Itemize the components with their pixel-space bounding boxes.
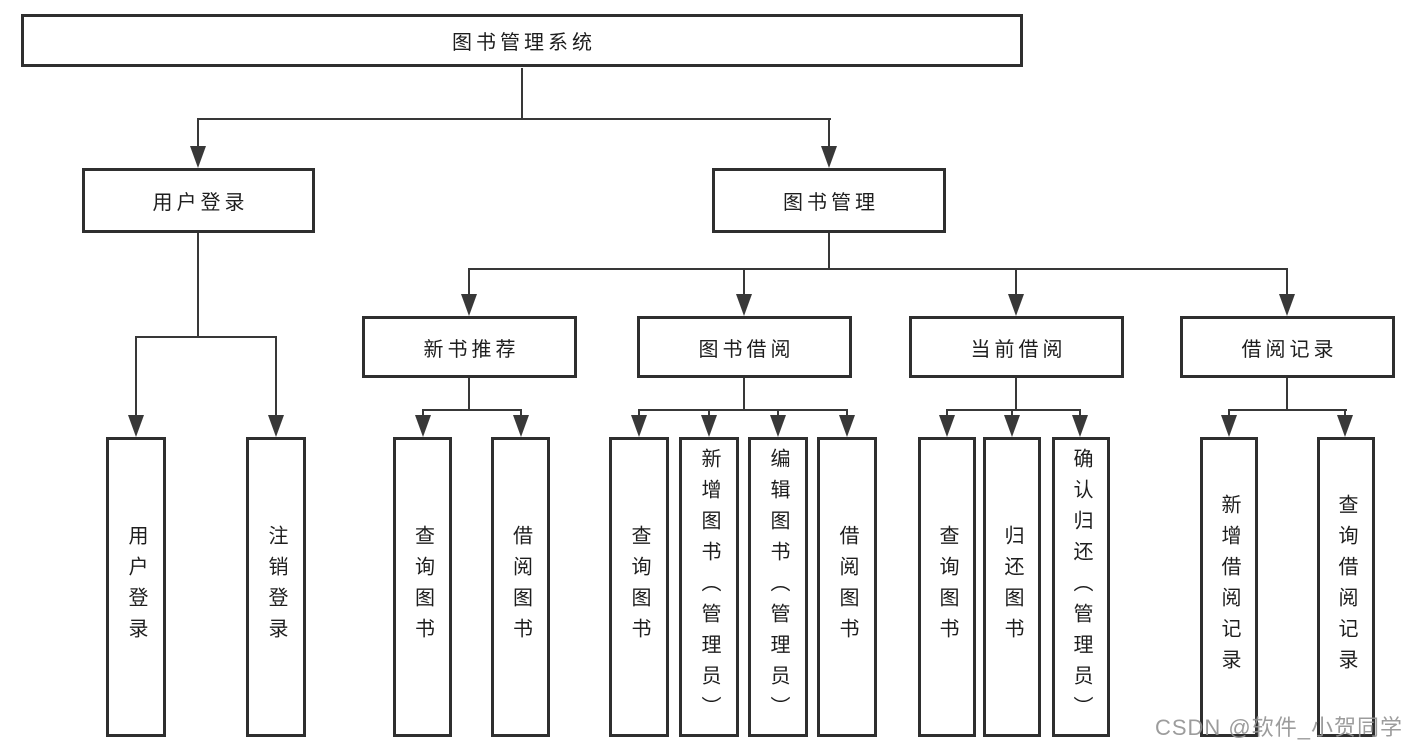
node-label: 用户登录 (152, 192, 249, 214)
node-label: 新增借阅记录 (1218, 494, 1240, 680)
connector-line (135, 336, 137, 417)
arrow-down-icon (770, 415, 786, 437)
node-current-borrowing: 当前借阅 (909, 316, 1124, 378)
arrow-down-icon (1221, 415, 1237, 437)
arrow-down-icon (268, 415, 284, 437)
arrow-down-icon (1008, 294, 1024, 316)
connector-line (743, 268, 745, 296)
node-label: 新增图书（管理员） (698, 447, 720, 727)
connector-line (846, 409, 848, 417)
node-borrowing-records: 借阅记录 (1180, 316, 1395, 378)
connector-line (422, 409, 424, 417)
connector-line (468, 378, 470, 411)
node-label: 当前借阅 (970, 338, 1067, 361)
connector-line (521, 68, 523, 118)
connector-line (520, 409, 522, 417)
connector-line (1015, 378, 1017, 411)
connector-line (422, 409, 522, 411)
connector-line (946, 409, 1081, 411)
node-label: 归还图书 (1001, 525, 1023, 649)
node-label: 注销登录 (265, 525, 287, 649)
connector-line (1286, 268, 1288, 296)
node-library-management-system: 图书管理系统 (21, 14, 1023, 67)
arrow-down-icon (939, 415, 955, 437)
arrow-down-icon (128, 415, 144, 437)
node-label: 编辑图书（管理员） (767, 447, 789, 727)
leaf-logout: 注销登录 (246, 437, 306, 737)
node-book-management: 图书管理 (712, 168, 946, 233)
connector-line (708, 409, 710, 417)
arrow-down-icon (1004, 415, 1020, 437)
node-label: 借阅图书 (836, 525, 858, 649)
connector-line (743, 378, 745, 411)
connector-line (197, 233, 199, 336)
arrow-down-icon (631, 415, 647, 437)
arrow-down-icon (190, 146, 206, 168)
leaf-add-borrow-record: 新增借阅记录 (1200, 437, 1258, 737)
arrow-down-icon (1337, 415, 1353, 437)
arrow-down-icon (461, 294, 477, 316)
connector-line (1015, 268, 1017, 296)
node-new-book-recommendation: 新书推荐 (362, 316, 577, 378)
connector-line (468, 268, 1288, 270)
node-label: 查询图书 (628, 525, 650, 649)
leaf-query-books-3: 查询图书 (918, 437, 976, 737)
connector-line (638, 409, 848, 411)
arrow-down-icon (415, 415, 431, 437)
leaf-borrow-books-1: 借阅图书 (491, 437, 550, 737)
connector-line (946, 409, 948, 417)
connector-line (197, 118, 199, 148)
node-label: 新书推荐 (423, 338, 520, 361)
arrow-down-icon (1279, 294, 1295, 316)
connector-line (468, 268, 470, 296)
node-label: 用户登录 (125, 525, 147, 649)
node-label: 图书管理系统 (452, 32, 596, 54)
leaf-add-books-admin: 新增图书（管理员） (679, 437, 739, 737)
connector-line (828, 118, 830, 148)
connector-line (197, 118, 831, 120)
arrow-down-icon (513, 415, 529, 437)
connector-line (1011, 409, 1013, 417)
node-label: 图书管理 (783, 192, 879, 214)
arrow-down-icon (701, 415, 717, 437)
arrow-down-icon (736, 294, 752, 316)
arrow-down-icon (839, 415, 855, 437)
node-label: 图书借阅 (698, 338, 795, 361)
leaf-edit-books-admin: 编辑图书（管理员） (748, 437, 808, 737)
connector-line (1286, 378, 1288, 411)
leaf-return-books: 归还图书 (983, 437, 1041, 737)
node-label: 查询图书 (936, 525, 958, 649)
node-label: 借阅记录 (1241, 338, 1338, 361)
node-label: 查询图书 (411, 525, 434, 649)
arrow-down-icon (821, 146, 837, 168)
connector-line (1079, 409, 1081, 417)
node-label: 查询借阅记录 (1335, 494, 1357, 680)
leaf-query-borrow-record: 查询借阅记录 (1317, 437, 1375, 737)
arrow-down-icon (1072, 415, 1088, 437)
node-label: 借阅图书 (509, 525, 532, 649)
connector-line (1228, 409, 1347, 411)
leaf-borrow-books-2: 借阅图书 (817, 437, 877, 737)
connector-line (135, 336, 277, 338)
connector-line (638, 409, 640, 417)
connector-line (1344, 409, 1346, 417)
node-label: 确认归还（管理员） (1070, 447, 1092, 727)
connector-line (777, 409, 779, 417)
node-book-borrowing: 图书借阅 (637, 316, 852, 378)
node-user-login: 用户登录 (82, 168, 315, 233)
leaf-confirm-return-admin: 确认归还（管理员） (1052, 437, 1110, 737)
leaf-query-books-1: 查询图书 (393, 437, 452, 737)
leaf-user-login: 用户登录 (106, 437, 166, 737)
csdn-watermark: CSDN @软件_小贺同学 (1154, 715, 1403, 740)
connector-line (1228, 409, 1230, 417)
connector-line (275, 336, 277, 417)
leaf-query-books-2: 查询图书 (609, 437, 669, 737)
connector-line (828, 233, 830, 270)
